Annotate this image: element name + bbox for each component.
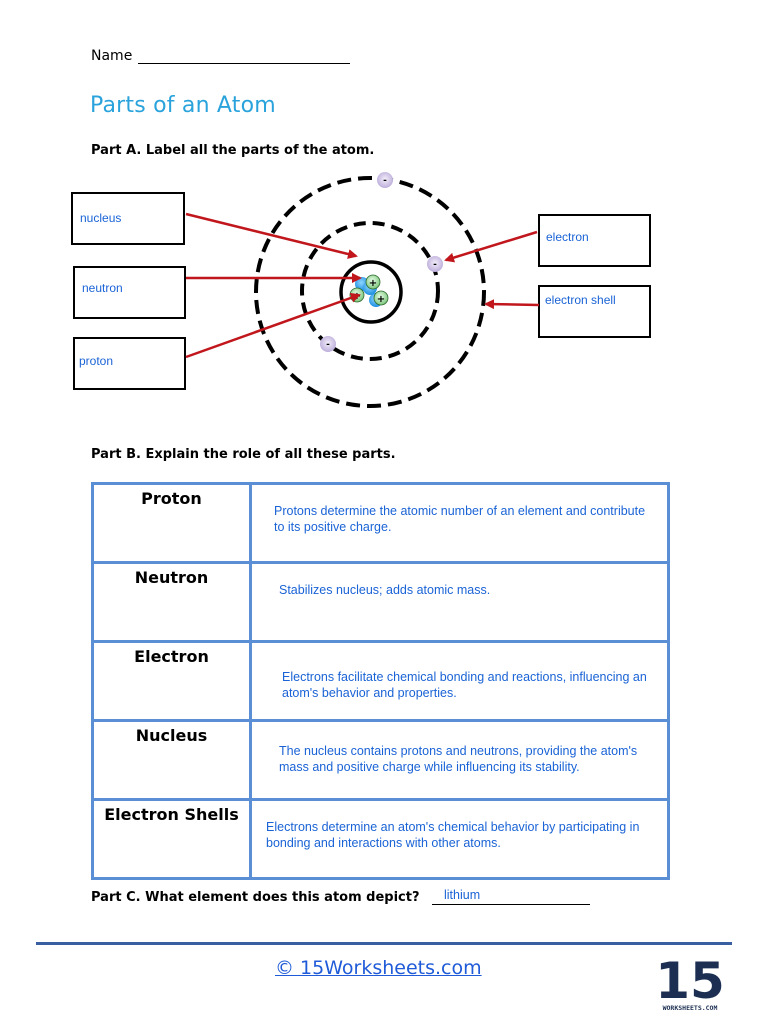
label-neutron: neutron xyxy=(82,281,123,295)
label-box-nucleus xyxy=(71,192,185,245)
role-term: Electron Shells xyxy=(91,798,252,880)
answer-value: lithium xyxy=(444,888,481,902)
arrow-icon xyxy=(484,299,540,310)
proton-plus-icon xyxy=(365,274,381,290)
table-row: Electron Shells Electrons determine an a… xyxy=(91,798,670,880)
svg-text:-: - xyxy=(326,340,330,350)
label-nucleus: nucleus xyxy=(80,211,122,225)
arrow-icon xyxy=(185,292,361,359)
svg-text:+: + xyxy=(377,294,385,305)
table-row: Proton Protons determine the atomic numb… xyxy=(91,482,670,564)
roles-table: Proton Protons determine the atomic numb… xyxy=(91,482,670,880)
label-box-proton xyxy=(73,337,186,390)
label-electron-shell: electron shell xyxy=(545,293,616,307)
role-description: Stabilizes nucleus; adds atomic mass. xyxy=(279,583,491,597)
name-blank-line[interactable] xyxy=(138,49,351,64)
footer-divider xyxy=(36,942,732,945)
table-row: Nucleus The nucleus contains protons and… xyxy=(91,719,670,801)
svg-text:+: + xyxy=(369,278,377,289)
electron-icon: - xyxy=(427,256,443,272)
inner-electron-shell xyxy=(300,221,440,361)
part-a-heading: Part A. Label all the parts of the atom. xyxy=(91,143,375,158)
role-term: Nucleus xyxy=(91,719,252,801)
outer-electron-shell xyxy=(254,176,486,408)
electron-icon: - xyxy=(320,336,336,352)
label-box-neutron xyxy=(73,266,186,319)
table-row: Neutron Stabilizes nucleus; adds atomic … xyxy=(91,561,670,643)
part-c-question: Part C. What element does this atom depi… xyxy=(91,890,420,905)
arrow-icon xyxy=(444,230,538,263)
name-field: Name xyxy=(91,48,351,64)
atom-diagram: + + + - - - xyxy=(71,172,651,408)
proton-plus-icon xyxy=(373,290,389,306)
role-term: Electron xyxy=(91,640,252,722)
footer-link[interactable]: © 15Worksheets.com xyxy=(275,957,482,979)
svg-text:-: - xyxy=(383,176,387,186)
label-electron: electron xyxy=(546,230,589,244)
worksheets-logo: 15 WORKSHEETS.COM xyxy=(655,952,725,1012)
role-description: Protons determine the atomic number of a… xyxy=(274,504,646,534)
label-box-electron-shell xyxy=(538,285,651,338)
label-proton: proton xyxy=(79,354,114,368)
table-row: Electron Electrons facilitate chemical b… xyxy=(91,640,670,722)
role-term: Neutron xyxy=(91,561,252,643)
logo-text: WORKSHEETS.COM xyxy=(663,1004,718,1012)
role-description: Electrons determine an atom's chemical b… xyxy=(266,820,640,850)
label-box-electron xyxy=(538,214,651,267)
part-b-heading: Part B. Explain the role of all these pa… xyxy=(91,447,396,462)
role-description: Electrons facilitate chemical bonding an… xyxy=(282,670,647,700)
name-label: Name xyxy=(91,48,133,64)
arrow-icon xyxy=(185,212,358,259)
role-description: The nucleus contains protons and neutron… xyxy=(279,744,638,774)
answer-blank-line[interactable] xyxy=(432,890,590,905)
page-title: Parts of an Atom xyxy=(90,93,276,118)
electron-icon: - xyxy=(377,172,393,188)
logo-number: 15 xyxy=(655,952,725,1010)
svg-text:-: - xyxy=(433,260,437,270)
role-term: Proton xyxy=(91,482,252,564)
